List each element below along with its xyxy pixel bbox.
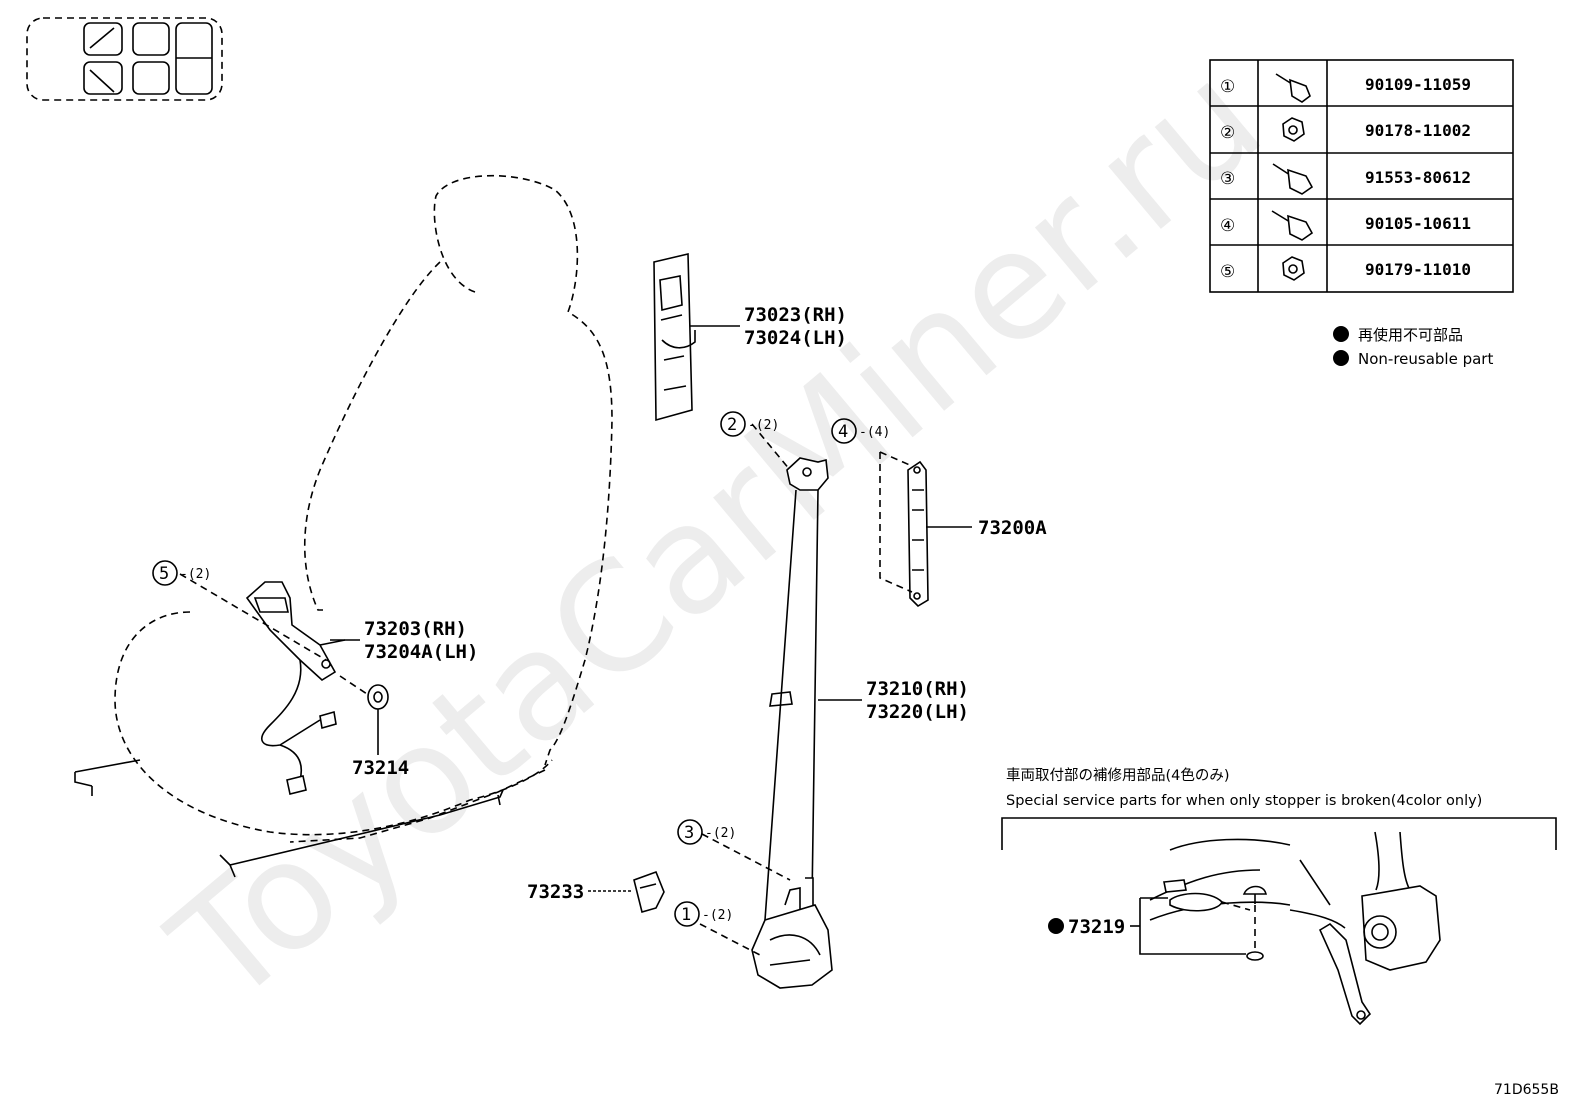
fastener-part-number: 90179-11010 bbox=[1365, 260, 1471, 279]
watermark: ToyotaCarMiner.ru bbox=[141, 31, 1294, 1038]
part-label-73233: 73233 bbox=[527, 881, 584, 903]
service-note-jp: 車両取付部の補修用部品(4色のみ) bbox=[1006, 767, 1230, 784]
fastener-number: ③ bbox=[1220, 169, 1235, 189]
legend-en: Non-reusable part bbox=[1358, 350, 1493, 368]
non-reusable-dot-icon bbox=[1048, 918, 1064, 934]
fastener-number: ⑤ bbox=[1220, 262, 1235, 282]
fastener-part-number: 91553-80612 bbox=[1365, 168, 1471, 187]
stopper-cover bbox=[588, 870, 665, 913]
service-note-en: Special service parts for when only stop… bbox=[1006, 793, 1482, 809]
callout-number: 3 bbox=[684, 823, 694, 843]
callout-quantity: -(4) bbox=[859, 425, 890, 440]
part-label-73210: 73210(RH) bbox=[866, 678, 969, 700]
non-reusable-dot-icon bbox=[1333, 350, 1349, 366]
fastener-part-number: 90109-11059 bbox=[1365, 75, 1471, 94]
pillar-garnish bbox=[653, 252, 740, 422]
callout-quantity: -(2) bbox=[180, 567, 211, 582]
service-parts-inset: 車両取付部の補修用部品(4色のみ) Special service parts … bbox=[1001, 767, 1557, 1026]
callout-5: 5 -(2) bbox=[152, 560, 211, 586]
callout-3: 3 -(2) bbox=[677, 819, 736, 845]
bolt-icon bbox=[1272, 163, 1314, 195]
seat-position-icon bbox=[26, 17, 223, 101]
part-label-73204a: 73204A(LH) bbox=[364, 641, 478, 663]
callout-quantity: -(2) bbox=[748, 418, 779, 433]
fastener-part-number: 90178-11002 bbox=[1365, 121, 1471, 140]
seat-belt-buckle bbox=[179, 573, 360, 795]
diagram-code: 71D655B bbox=[1494, 1082, 1559, 1098]
fastener-number: ④ bbox=[1220, 216, 1235, 236]
legend-jp: 再使用不可部品 bbox=[1358, 326, 1463, 344]
seat-belt-assembly bbox=[751, 457, 862, 989]
bolt-icon bbox=[1275, 73, 1311, 103]
callout-quantity: -(2) bbox=[705, 826, 736, 841]
nut-icon bbox=[1282, 117, 1305, 142]
fastener-row: ② 90178-11002 bbox=[1220, 117, 1471, 143]
leader-line bbox=[751, 423, 791, 471]
seat-outline bbox=[74, 174, 613, 878]
fastener-row: ① 90109-11059 bbox=[1220, 73, 1471, 103]
legend: 再使用不可部品 Non-reusable part bbox=[1333, 326, 1493, 368]
part-label-73214: 73214 bbox=[352, 757, 409, 779]
fastener-row: ⑤ 90179-11010 bbox=[1220, 256, 1471, 282]
callout-1: 1 -(2) bbox=[674, 901, 733, 927]
fastener-row: ④ 90105-10611 bbox=[1220, 210, 1471, 241]
leader-line bbox=[699, 923, 761, 956]
washer bbox=[339, 675, 389, 755]
callout-number: 5 bbox=[159, 564, 169, 584]
callout-number: 2 bbox=[727, 415, 737, 435]
callout-number: 1 bbox=[681, 905, 691, 925]
part-label-73024: 73024(LH) bbox=[744, 327, 847, 349]
part-label-73203: 73203(RH) bbox=[364, 618, 467, 640]
part-label-73023: 73023(RH) bbox=[744, 304, 847, 326]
part-label-73220: 73220(LH) bbox=[866, 701, 969, 723]
fastener-part-number: 90105-10611 bbox=[1365, 214, 1471, 233]
callout-4: 4 -(4) bbox=[831, 418, 890, 444]
shoulder-anchor-adjuster bbox=[879, 451, 972, 608]
part-label-73219: 73219 bbox=[1068, 916, 1125, 938]
callout-number: 4 bbox=[838, 422, 848, 442]
bolt-icon bbox=[1271, 210, 1314, 241]
fastener-number: ① bbox=[1220, 77, 1235, 97]
fastener-number: ② bbox=[1220, 123, 1235, 143]
fastener-row: ③ 91553-80612 bbox=[1220, 163, 1471, 195]
callout-2: 2 -(2) bbox=[720, 411, 779, 437]
callout-quantity: -(2) bbox=[702, 908, 733, 923]
non-reusable-dot-icon bbox=[1333, 326, 1349, 342]
part-label-73200a: 73200A bbox=[978, 517, 1047, 539]
leader-line bbox=[701, 833, 791, 881]
nut-icon bbox=[1282, 256, 1305, 281]
fastener-table: ① 90109-11059 ② 90178-11002 ③ 91553-8061… bbox=[1209, 59, 1514, 293]
